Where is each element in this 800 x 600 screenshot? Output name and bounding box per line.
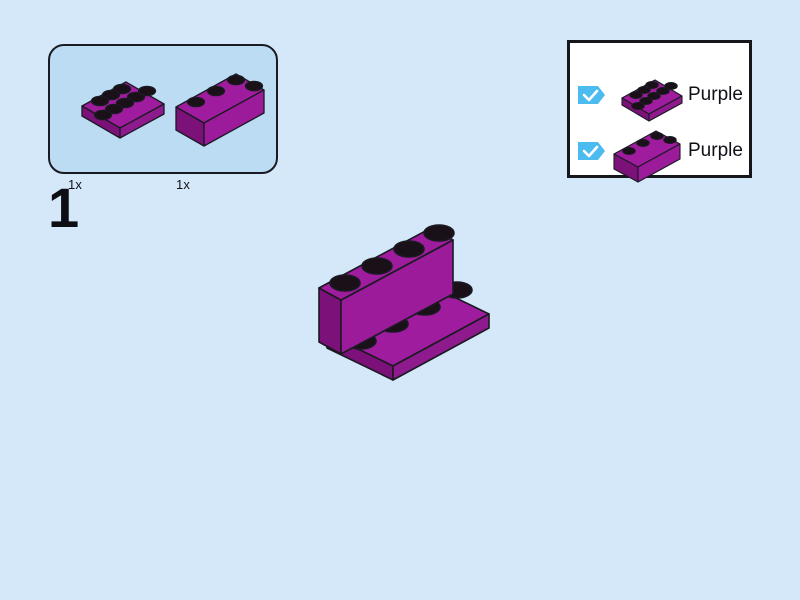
brick-studs — [329, 224, 455, 292]
inventory-part-label: Purple — [688, 84, 743, 105]
callout-part-brick-1x4 — [168, 62, 273, 147]
plate-2x4-thumb-illustration — [621, 79, 683, 122]
assembly-illustration — [305, 224, 505, 381]
plate-right-face — [392, 313, 490, 381]
parts-inventory-row[interactable]: Purple — [570, 121, 749, 183]
check-tag-icon[interactable] — [578, 83, 606, 107]
callout-part-plate-2x4 — [60, 64, 170, 144]
assembly-svg — [318, 224, 490, 381]
brick-1x4-thumb-illustration — [613, 130, 681, 183]
callout-quantity-plate-2x4: 1x — [68, 177, 83, 192]
step-parts-callout: 1x 1x — [48, 44, 278, 192]
check-tag-icon[interactable] — [578, 139, 606, 163]
parts-inventory-row[interactable]: Purple — [570, 65, 749, 125]
brick-1x4-illustration — [175, 73, 265, 147]
inventory-part-label: Purple — [688, 140, 743, 161]
plate-2x4-illustration — [81, 81, 165, 139]
inventory-part-brick-1x4-thumb — [608, 124, 686, 183]
callout-quantity-brick-1x4: 1x — [176, 177, 191, 192]
inventory-part-plate-2x4-thumb — [608, 68, 686, 122]
parts-inventory-box: Purple — [567, 40, 752, 183]
step-number: 1 — [48, 176, 80, 239]
